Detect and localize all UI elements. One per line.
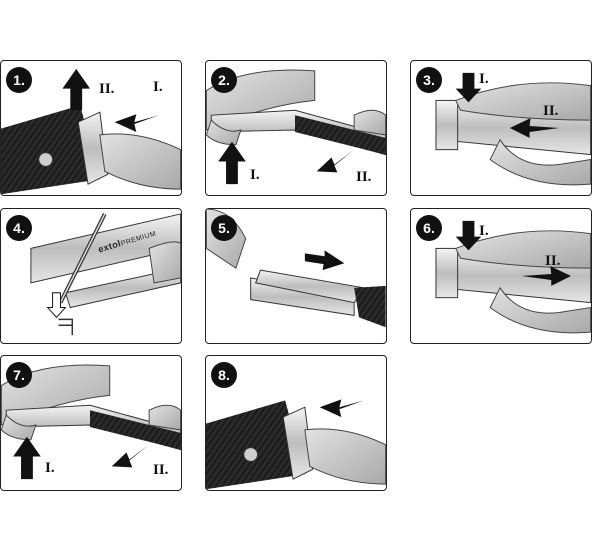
step-number: 6.	[416, 215, 442, 241]
step-6-illustration	[435, 220, 591, 334]
label-ii: II.	[99, 81, 115, 97]
step-number: 2.	[211, 67, 237, 93]
step-number: 1.	[6, 67, 32, 93]
step-number: 3.	[416, 67, 442, 93]
arrow-down-icon	[455, 220, 482, 251]
arrow-right-icon	[521, 266, 571, 286]
label-i: I.	[45, 460, 55, 476]
label-ii: II.	[153, 462, 169, 478]
step-panel-1: 1. II. I.	[0, 60, 182, 196]
step-panel-4: 4. extolPREMIUM	[0, 208, 182, 344]
step-panel-5: 5.	[205, 208, 387, 344]
step-number: 4.	[6, 215, 32, 241]
step-panel-8: 8.	[205, 355, 387, 491]
step-panel-2: 2. I. II.	[205, 60, 387, 196]
step-number: 5.	[211, 215, 237, 241]
label-i: I.	[479, 71, 489, 87]
label-ii: II.	[356, 169, 372, 185]
step-1-illustration	[1, 68, 181, 195]
step-panel-3: 3. I. II.	[410, 60, 592, 196]
step-number: 7.	[6, 362, 32, 388]
arrow-up-icon	[13, 436, 41, 480]
staples-icon	[58, 318, 74, 336]
arrow-down-left-icon	[316, 149, 355, 173]
arrow-down-left-icon	[111, 444, 150, 468]
step-panel-6: 6. I. II.	[410, 208, 592, 344]
step-panel-7: 7. I. II.	[0, 355, 182, 491]
label-i: I.	[250, 167, 260, 183]
step-8-illustration	[206, 399, 386, 490]
arrow-left-icon	[319, 399, 364, 418]
step-4-illustration	[30, 213, 181, 336]
arrow-down-icon	[46, 292, 67, 319]
arrow-up-icon	[62, 68, 91, 111]
arrow-left-icon	[509, 118, 560, 138]
arrow-up-icon	[218, 141, 246, 185]
arrow-right-icon	[304, 250, 345, 271]
step-3-illustration	[435, 72, 591, 186]
arrow-left-icon	[114, 114, 159, 132]
arrow-down-icon	[455, 72, 482, 103]
step-number: 8.	[211, 362, 237, 388]
label-ii: II.	[543, 103, 559, 119]
label-ii: II.	[545, 253, 561, 269]
label-i: I.	[153, 79, 163, 95]
label-i: I.	[479, 223, 489, 239]
